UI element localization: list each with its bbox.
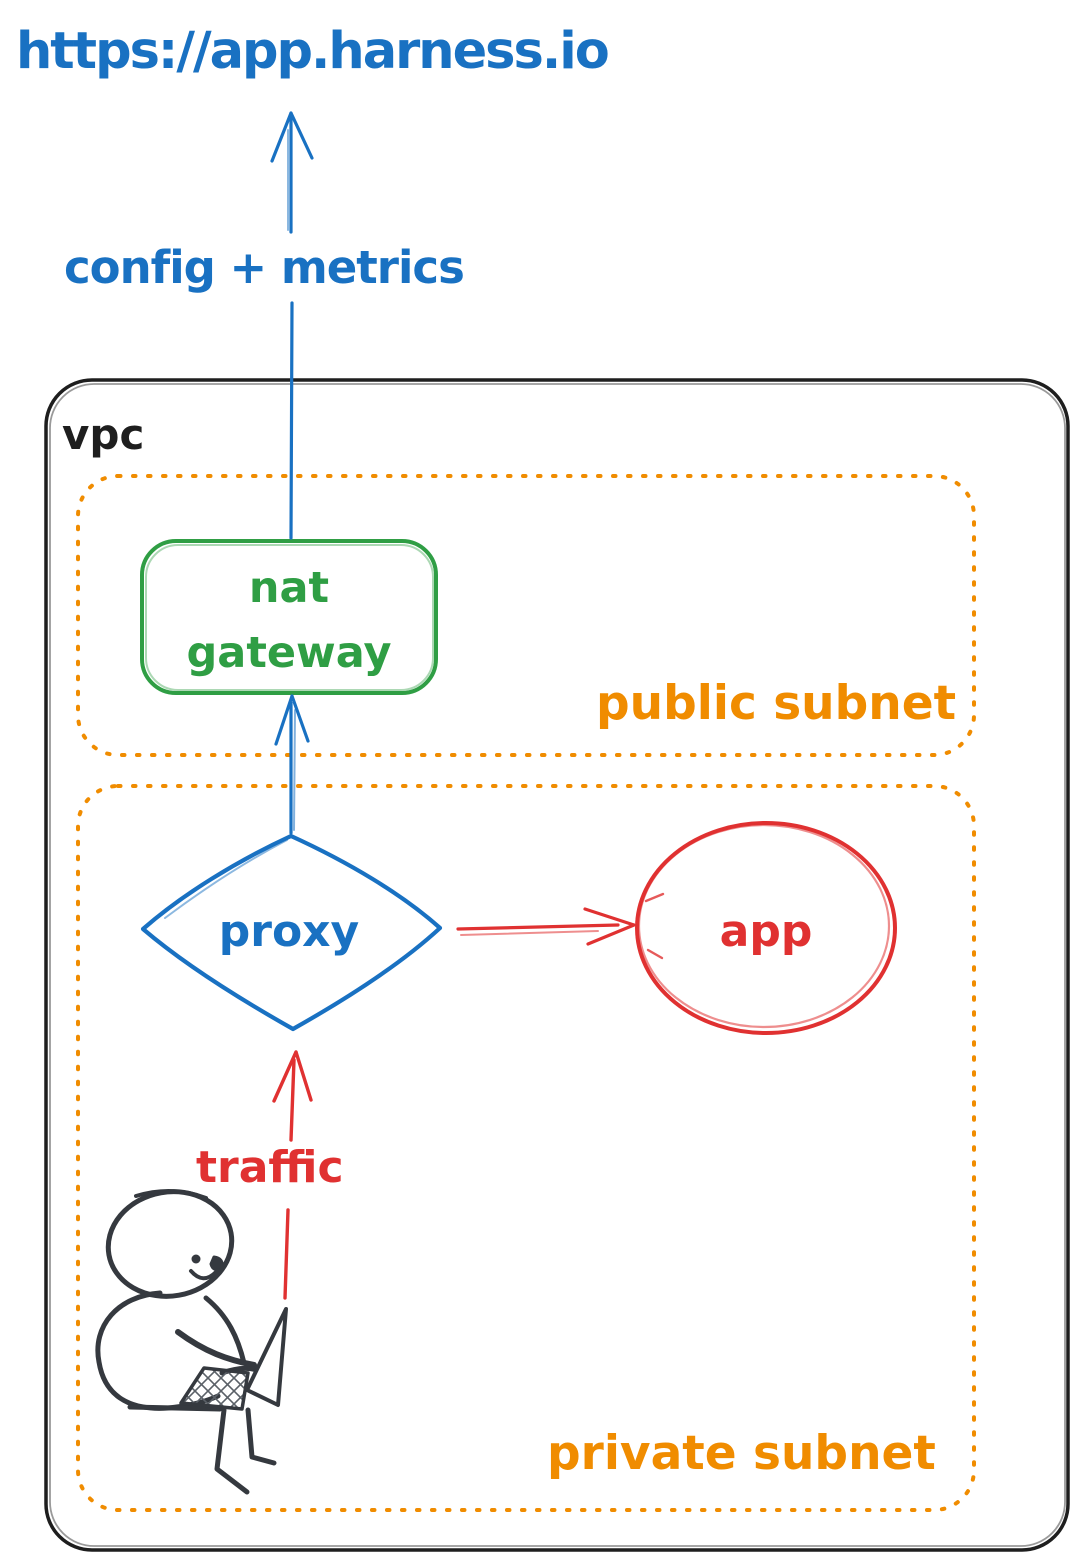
app-label: app	[719, 906, 813, 957]
private-subnet-box	[76, 784, 976, 1512]
config-metrics-label: config + metrics	[64, 241, 465, 294]
proxy-diamond	[140, 833, 443, 1032]
traffic-label: traffic	[196, 1142, 344, 1193]
external-url-label: https://app.harness.io	[16, 22, 610, 81]
vpc-box	[44, 378, 1070, 1552]
app-circle	[635, 821, 897, 1035]
nat-gateway-label: nat gateway	[186, 563, 392, 678]
traffic-arrow	[272, 1050, 313, 1300]
vpc-label: vpc	[62, 410, 145, 459]
public-subnet-label: public subnet	[596, 676, 957, 731]
proxy-label: proxy	[218, 906, 360, 957]
person-with-laptop-icon	[95, 1188, 288, 1495]
public-subnet-box	[76, 474, 976, 757]
nat-gateway-box	[140, 539, 438, 695]
private-subnet-label: private subnet	[547, 1426, 936, 1481]
proxy-to-app-arrow	[456, 892, 665, 960]
config-metrics-arrow	[270, 111, 314, 540]
proxy-to-nat-arrow	[274, 694, 310, 835]
